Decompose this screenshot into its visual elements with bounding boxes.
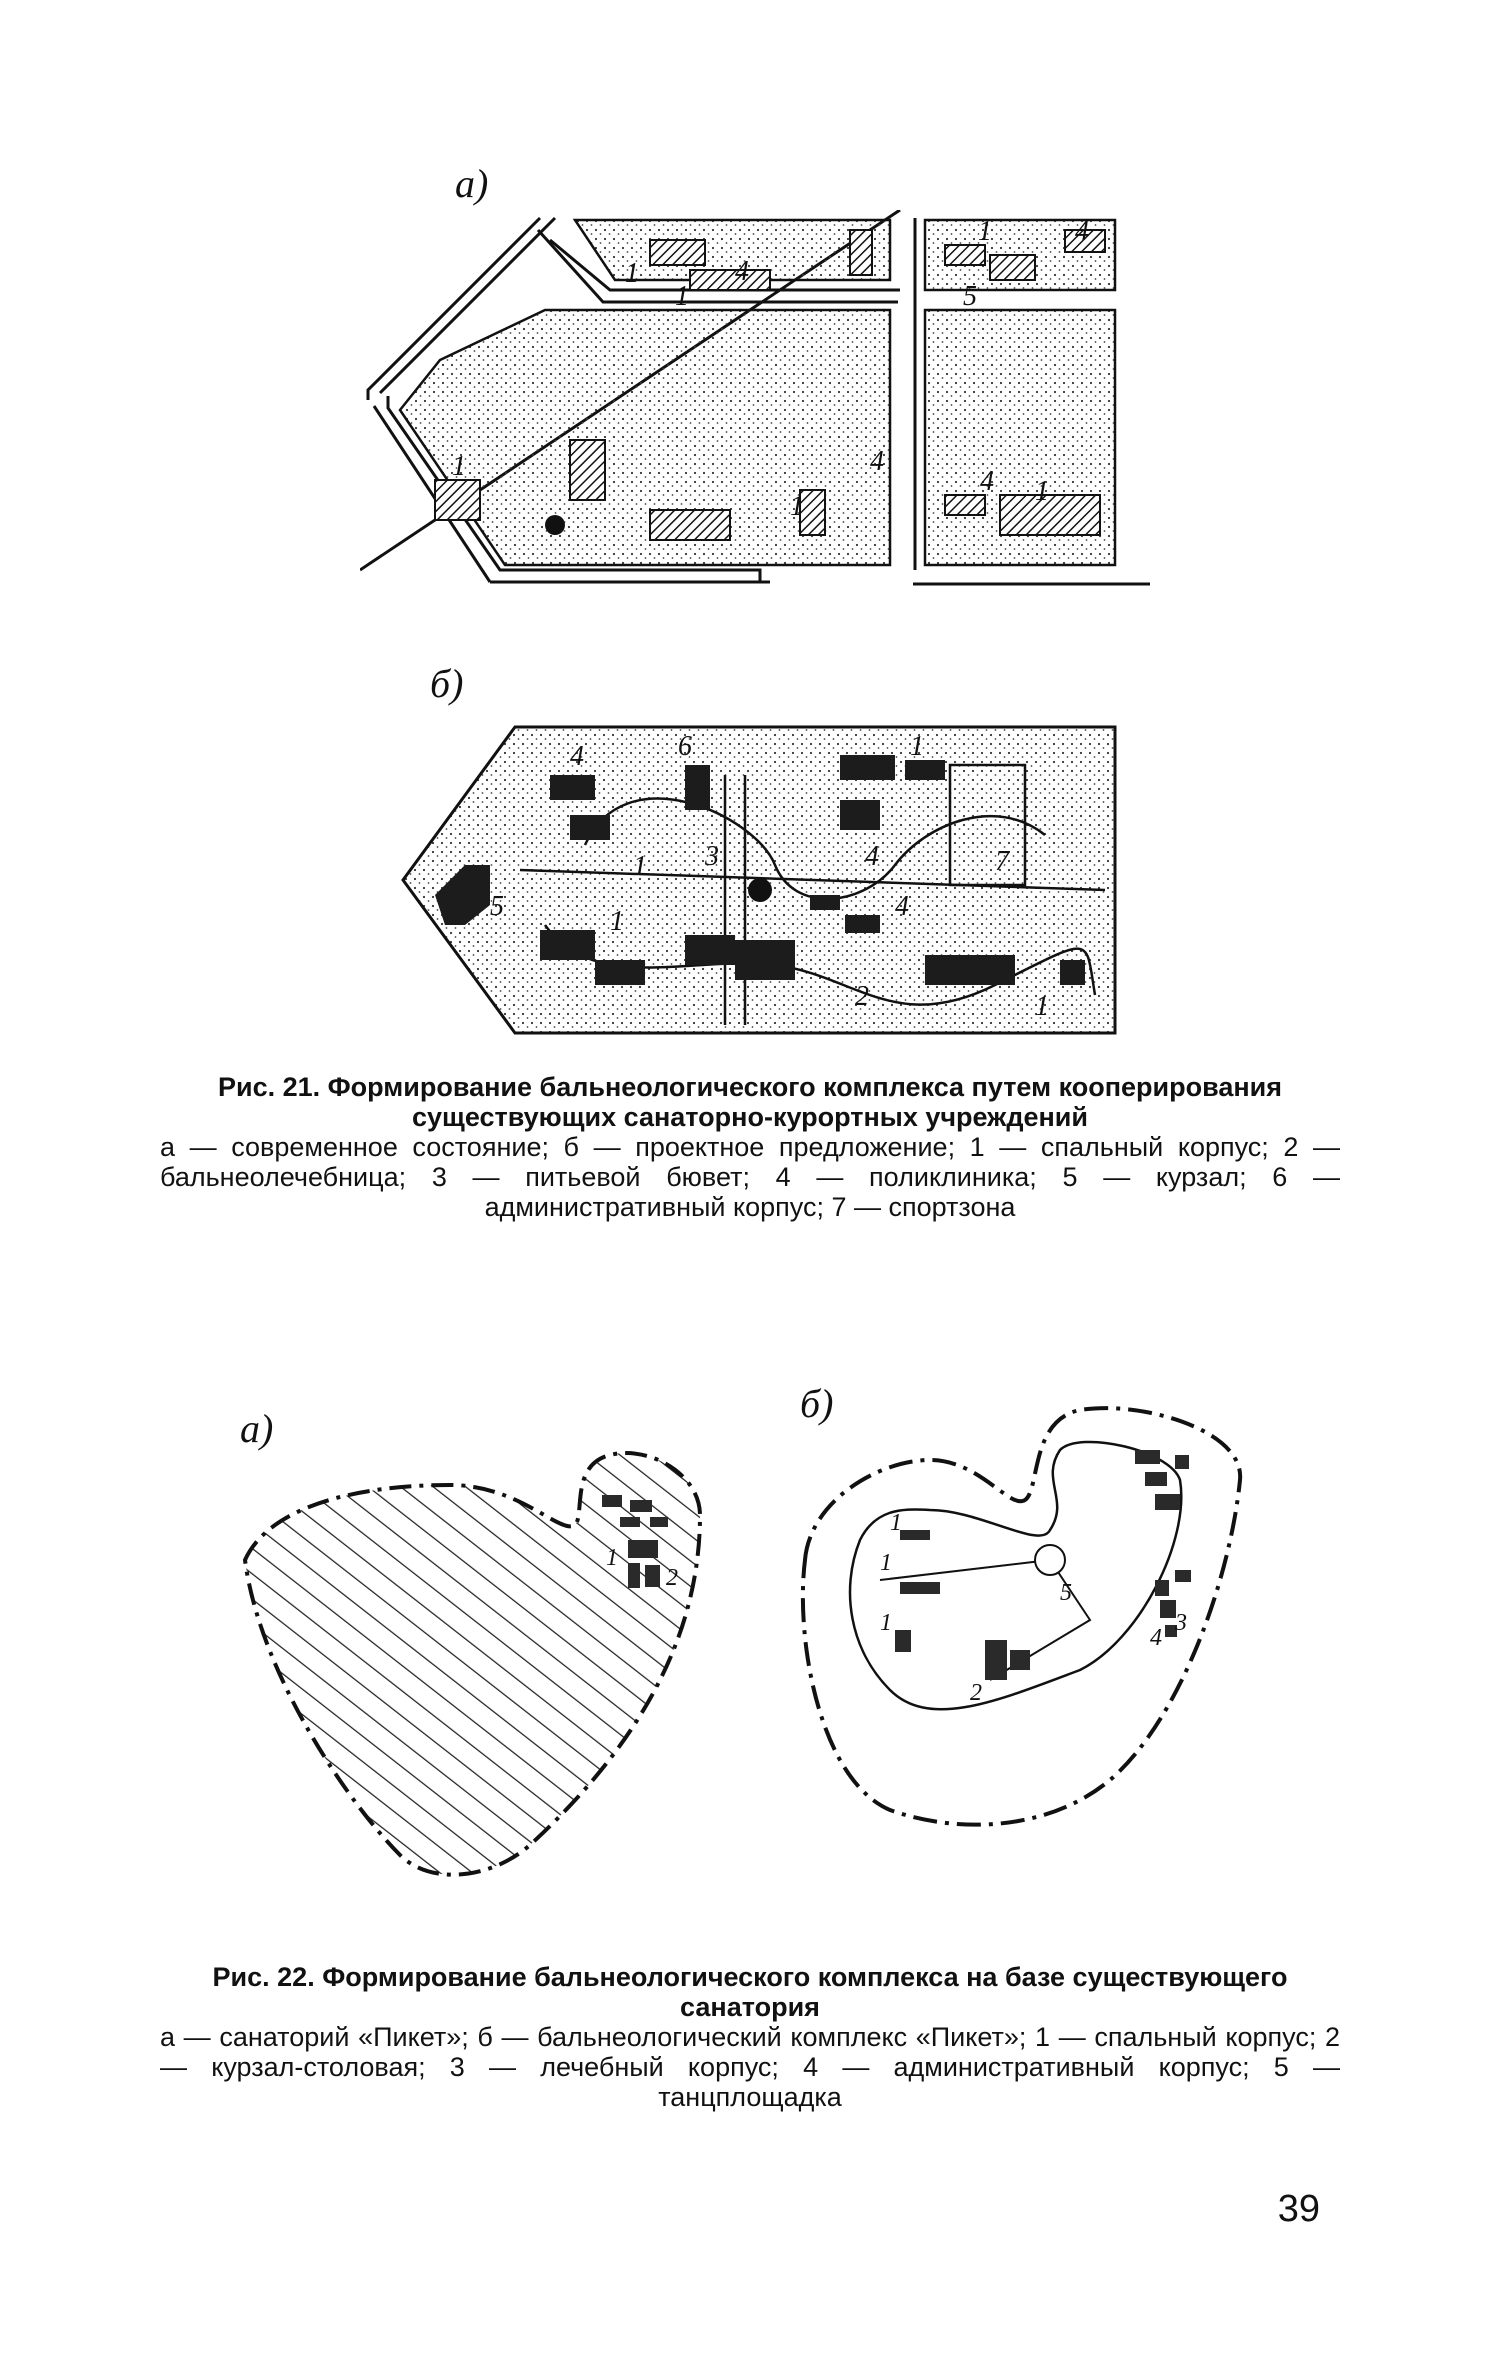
- fig21a-num-4c: 4: [870, 446, 884, 477]
- fig21-caption-legend: а — современное состояние; б — проектное…: [160, 1132, 1340, 1222]
- fig21a-site-plan: 1 4 1 1 4 5 1 4 1 4 1: [360, 210, 1150, 586]
- fig21a-num-1b: 1: [675, 281, 689, 312]
- fig22-caption: Рис. 22. Формирование бальнеологического…: [160, 1962, 1340, 2112]
- fig21b-num-6: 6: [678, 731, 692, 762]
- fig21b-num-4b: 4: [865, 841, 879, 872]
- fig22a-num-2: 2: [666, 1565, 678, 1591]
- fig21b-num-1c: 1: [610, 906, 624, 937]
- fig22b-num-4: 4: [1150, 1625, 1162, 1651]
- fig21-caption: Рис. 21. Формирование бальнеологического…: [160, 1072, 1340, 1222]
- fig22b-num-5: 5: [1060, 1580, 1072, 1606]
- fig21b-num-1: 1: [910, 731, 924, 762]
- fig21-label-a: а): [455, 161, 489, 206]
- fig22-label-a: а): [240, 1406, 274, 1451]
- fig21-label-b: б): [430, 661, 464, 706]
- fig21a-num-5: 5: [963, 281, 977, 312]
- fig21a-num-4b: 4: [1075, 216, 1089, 247]
- fig21a-num-4d: 4: [980, 466, 994, 497]
- fig21b-site-plan: 4 6 1 1 3 4 7 5 1 4 2 1: [401, 725, 1117, 1035]
- fig22b-num-2: 2: [970, 1680, 982, 1706]
- fig21a-num-1e: 1: [790, 491, 804, 522]
- fig21b-num-3: 3: [704, 841, 719, 872]
- fig22b-num-1b: 1: [880, 1550, 892, 1576]
- fig22b-num-1c: 1: [880, 1610, 892, 1636]
- fig21b-num-5: 5: [490, 891, 504, 922]
- fig21b-num-1b: 1: [633, 851, 647, 882]
- fig22a-site-plan: 1 2: [242, 1451, 703, 1877]
- fig21b-num-4c: 4: [895, 891, 909, 922]
- fig22b-site-plan: 1 1 1 5 3 4 2: [800, 1406, 1243, 1827]
- fig22-caption-title: Рис. 22. Формирование бальнеологического…: [212, 1962, 1288, 2022]
- fig21b-num-1d: 1: [1035, 991, 1049, 1022]
- fig21a-num-1: 1: [625, 258, 639, 289]
- fig22a-num-1: 1: [606, 1545, 618, 1571]
- page-number: 39: [1277, 2188, 1320, 2230]
- fig21b-num-4: 4: [570, 741, 584, 772]
- fig21a-numbers: 1 4 1 1 4 5 1 4 1 4 1: [452, 216, 1089, 522]
- fig22b-num-3: 3: [1174, 1610, 1187, 1636]
- fig21-caption-title: Рис. 21. Формирование бальнеологического…: [217, 1072, 1283, 1132]
- fig21a-num-1c: 1: [978, 216, 992, 247]
- fig22b-num-1: 1: [890, 1510, 902, 1536]
- fig22-caption-legend: а — санаторий «Пикет»; б — бальнеологиче…: [160, 2022, 1340, 2112]
- fig21a-num-1f: 1: [1035, 476, 1049, 507]
- fig21a-num-1d: 1: [452, 451, 466, 482]
- fig22-label-b: б): [800, 1381, 834, 1426]
- fig21b-num-2: 2: [855, 981, 869, 1012]
- fig21a-num-4: 4: [735, 256, 749, 287]
- fig21b-num-7: 7: [995, 846, 1010, 877]
